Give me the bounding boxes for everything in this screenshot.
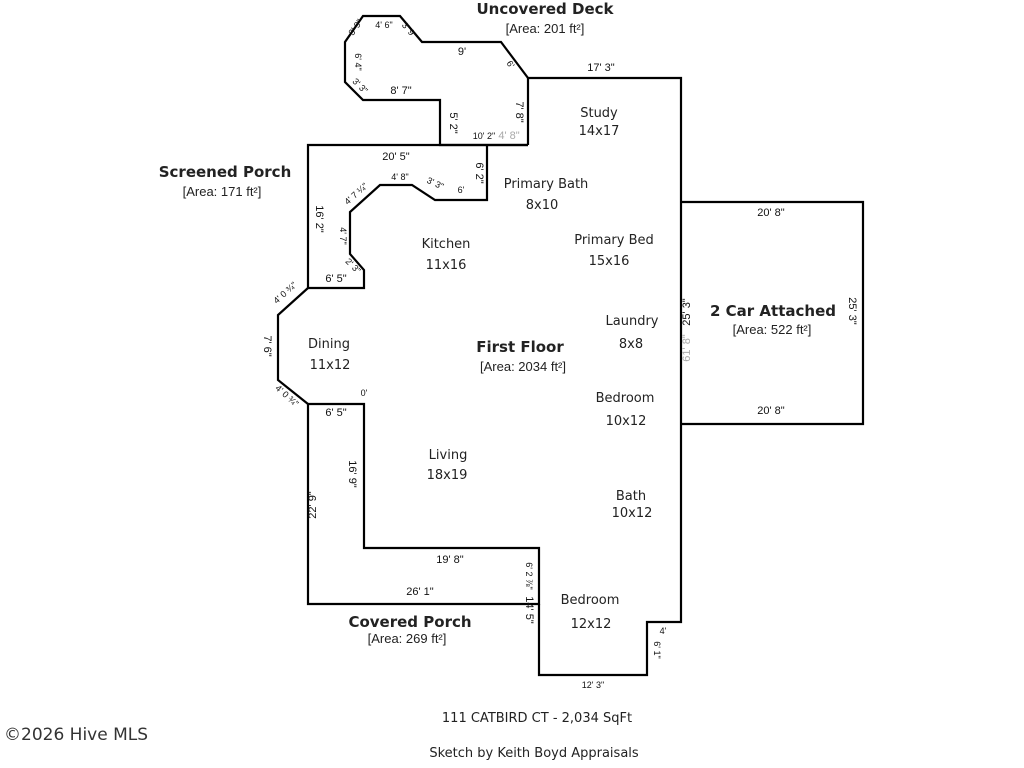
dimension-label: 3' 9"	[400, 20, 419, 40]
room-name: Kitchen	[422, 237, 471, 252]
room-name: Dining	[308, 337, 350, 352]
room-name: Primary Bed	[574, 233, 654, 248]
dimension-label: 14' 5"	[523, 596, 535, 624]
dimension-label: 19' 8"	[436, 554, 464, 566]
first-floor-area: [Area: 2034 ft²]	[480, 359, 566, 374]
deck-outline	[343, 14, 529, 147]
room-size: 12x12	[571, 617, 612, 632]
dimension-label: 6' 5"	[325, 273, 346, 285]
dimension-label: 25' 3"	[681, 298, 693, 326]
dimension-label: 4' 8"	[391, 172, 408, 182]
dimension-label: 12' 3"	[582, 680, 604, 690]
dimension-label: 7' 8"	[513, 101, 525, 122]
dimension-label: 7' 6"	[261, 335, 273, 356]
dimension-label: 17' 3"	[587, 62, 615, 74]
dimension-label: 6' 1"	[652, 641, 662, 658]
dimension-label: 5' 2"	[447, 112, 459, 133]
dimension-label: 16' 2"	[313, 205, 325, 233]
garage-area: [Area: 522 ft²]	[733, 322, 812, 337]
dimension-label: 10' 2"	[473, 131, 495, 141]
mls-watermark: ©2026 Hive MLS	[4, 725, 148, 745]
room-size: 18x19	[427, 468, 468, 483]
room-name: Laundry	[606, 314, 659, 329]
dining-outline	[276, 287, 309, 405]
room-size: 11x16	[426, 258, 467, 273]
address-caption: 111 CATBIRD CT - 2,034 SqFt	[442, 711, 632, 726]
dimension-label: 8' 7"	[390, 85, 411, 97]
credit-caption: Sketch by Keith Boyd Appraisals	[429, 746, 639, 761]
room-size: 10x12	[612, 506, 653, 521]
dimension-label-faint: 61' 8"	[681, 334, 693, 362]
dimension-label: 20' 8"	[757, 405, 785, 417]
covered-porch-title: Covered Porch	[348, 613, 471, 631]
dimension-label: 16' 9"	[346, 460, 358, 488]
first-floor-title: First Floor	[476, 338, 564, 356]
room-size: 14x17	[579, 124, 620, 139]
dimension-label: 3' 9"	[346, 17, 364, 37]
dimension-label: 20' 5"	[382, 151, 410, 163]
room-name: Bedroom	[561, 593, 620, 608]
dimension-label: 6' 2"	[473, 162, 485, 183]
dimension-label: 3' 3"	[425, 175, 445, 191]
dimension-label: 6'	[458, 185, 465, 195]
room-size: 11x12	[310, 358, 351, 373]
room-name: Bath	[616, 489, 646, 504]
dimension-label: 0'	[361, 388, 368, 398]
deck-area: [Area: 201 ft²]	[506, 21, 585, 36]
dimension-label: 26' 1"	[406, 586, 434, 598]
dimension-label: 4' 7 ¼"	[342, 181, 369, 207]
dimension-label: 4'	[660, 626, 667, 636]
dimension-label: 9'	[458, 46, 466, 58]
dimension-label: 6' 4"	[353, 53, 363, 70]
dimension-label: 6' 5"	[325, 407, 346, 419]
deck-title: Uncovered Deck	[476, 0, 614, 18]
dimension-label: 6' 2 ⅞"	[524, 562, 534, 589]
room-size: 15x16	[589, 254, 630, 269]
room-size: 10x12	[606, 414, 647, 429]
dimension-label: 22' 9"	[307, 491, 319, 519]
dimension-label: 6'	[504, 59, 516, 70]
house-outline	[526, 76, 683, 677]
garage-outline	[681, 200, 865, 426]
dimension-label-faint: 4' 8"	[498, 130, 519, 142]
dimension-label: 4' 7"	[338, 227, 348, 244]
screened-porch-title: Screened Porch	[159, 163, 292, 181]
covered-porch-area: [Area: 269 ft²]	[368, 631, 447, 646]
screened-porch-outline	[306, 143, 528, 290]
garage-title: 2 Car Attached	[710, 302, 836, 320]
room-name: Primary Bath	[504, 177, 589, 192]
room-name: Study	[580, 106, 618, 121]
room-name: Living	[429, 448, 468, 463]
room-size: 8x10	[526, 198, 559, 213]
screened-porch-area: [Area: 171 ft²]	[183, 184, 262, 199]
dimension-label: 25' 3"	[846, 297, 858, 325]
dimension-label: 20' 8"	[757, 207, 785, 219]
dimension-label: 4' 0 ¾"	[271, 280, 298, 306]
dimension-label: 4' 6"	[375, 20, 392, 30]
room-size: 8x8	[619, 337, 643, 352]
covered-porch-outline	[306, 402, 541, 606]
dimension-label: 3' 3"	[350, 76, 369, 95]
room-name: Bedroom	[596, 391, 655, 406]
